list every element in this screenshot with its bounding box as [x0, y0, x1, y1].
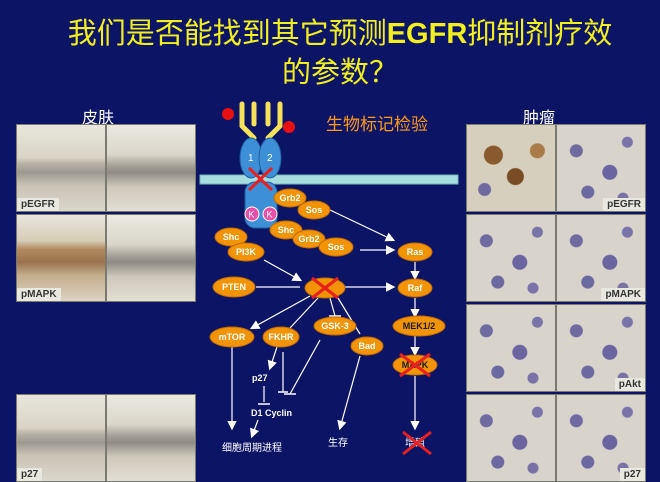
node-mek-label: MEK1/2: [403, 321, 436, 331]
d1-cyclin-label: D1 Cyclin: [251, 408, 292, 418]
title-line1-prefix: 我们是否能找到其它预测: [67, 16, 387, 50]
skin-pegfr-label: pEGFR: [17, 198, 59, 211]
skin-pmapk-label: pMAPK: [17, 288, 61, 301]
mapk-inhibition-cross: [399, 352, 431, 378]
skin-pegfr-treated: [106, 124, 196, 212]
skin-p27-untreated: p27: [16, 394, 106, 482]
receptor-subunit-2-label: 2: [267, 153, 273, 164]
tumor-section-label: 肿瘤: [523, 108, 556, 127]
node-gsk3: [313, 316, 357, 336]
arrow-gsk3-to-d1: [289, 339, 321, 395]
node-pten: [212, 276, 256, 298]
node-fkhr-label: FKHR: [269, 332, 294, 342]
node-gsk3-label: GSK-3: [321, 321, 349, 331]
node-sos-mid: [318, 237, 354, 257]
arrow-akt-to-bad: [337, 297, 361, 335]
tumor-p27-untreated: [466, 394, 556, 482]
skin-p27-treated: [106, 394, 196, 482]
node-mapk-label: MAPK: [402, 360, 429, 370]
skin-pmapk-untreated: pMAPK: [16, 214, 106, 302]
node-grb2-mid-label: Grb2: [298, 234, 319, 244]
ligand-dot-left: [222, 108, 234, 120]
arrow-to-survival: [337, 355, 361, 431]
skin-section-label: 皮肤: [82, 108, 115, 127]
tumor-pakt-treated: pAkt: [556, 304, 646, 392]
kinase-domain-left: [244, 206, 260, 222]
skin-p27-label: p27: [17, 468, 43, 481]
arrow-akt-to-gsk3: [329, 297, 336, 317]
arrow-sos-to-ras: [329, 209, 396, 242]
node-raf: [397, 278, 433, 298]
node-ras-label: Ras: [407, 247, 424, 257]
node-grb2-top: [273, 188, 307, 208]
node-shc-left: [214, 227, 248, 247]
proliferation-inhibition-cross: [402, 430, 432, 456]
survival-label: 生存: [328, 436, 348, 449]
cell-cycle-label: 细胞周期进程: [222, 441, 282, 454]
node-shc-mid: [269, 220, 303, 240]
receptor-inhibition-cross: [247, 166, 274, 192]
tumor-pegfr-treated: pEGFR: [556, 124, 646, 212]
tumor-pakt-untreated: [466, 304, 556, 392]
tumor-p27-label: p27: [619, 468, 645, 481]
tumor-pmapk-untreated: [466, 214, 556, 302]
node-sos-mid-label: Sos: [328, 242, 345, 252]
arrow-fkhr-to-p27: [267, 346, 278, 371]
p27-node-label: p27: [252, 373, 268, 383]
ligand-dot-right: [283, 121, 295, 133]
skin-pegfr-untreated: pEGFR: [16, 124, 106, 212]
proliferation-label: 增殖: [405, 436, 425, 449]
receptor-subunit-1-label: 1: [248, 153, 254, 164]
node-sos-top-label: Sos: [306, 205, 323, 215]
arrow-pi3k-to-akt: [263, 259, 303, 282]
kinase-left-label: K: [249, 210, 255, 220]
node-pten-label: PTEN: [222, 282, 246, 292]
node-pi3k-label: PI3K: [236, 247, 257, 257]
kinase-right-label: K: [267, 210, 273, 220]
tumor-pmapk-treated: pMAPK: [556, 214, 646, 302]
tumor-pmapk-label: pMAPK: [601, 288, 645, 301]
arrow-d1-to-cycle: [250, 419, 260, 439]
node-akt: [304, 277, 346, 299]
node-shc-mid-label: Shc: [278, 225, 295, 235]
tumor-pegfr-label: pEGFR: [603, 198, 645, 211]
receptor-arms: [239, 101, 283, 141]
node-ras: [397, 242, 433, 262]
tumor-p27-treated: p27: [556, 394, 646, 482]
arrow-akt-to-fkhr: [289, 297, 319, 329]
skin-pmapk-treated: [106, 214, 196, 302]
receptor-transmembrane: [244, 181, 278, 229]
node-raf-label: Raf: [408, 283, 424, 293]
title-line1-highlight: EGFR: [386, 18, 468, 50]
slide-title: 我们是否能找到其它预测EGFR抑制剂疗效 的参数？: [40, 14, 640, 91]
title-line1-suffix: 抑制剂疗效: [467, 16, 613, 50]
akt-inhibition-cross: [311, 276, 339, 300]
arrow-akt-to-mtor: [249, 295, 311, 330]
tumor-pakt-label: pAkt: [614, 378, 645, 391]
tumor-pegfr-untreated: [466, 124, 556, 212]
node-grb2-mid: [292, 229, 326, 249]
node-mtor-label: mTOR: [219, 332, 246, 342]
node-shc-left-label: Shc: [223, 232, 240, 242]
title-line2: 的参数？: [281, 55, 398, 89]
node-sos-top: [297, 200, 331, 220]
biomarker-label: 生物标记检验: [326, 115, 428, 135]
receptor-subunit-1: [239, 137, 263, 179]
node-bad-label: Bad: [358, 341, 375, 351]
node-mtor: [209, 326, 255, 348]
receptor-subunit-2: [258, 137, 282, 179]
cell-membrane: [199, 174, 459, 185]
node-grb2-top-label: Grb2: [279, 193, 300, 203]
node-fkhr: [262, 326, 300, 348]
node-mek: [392, 315, 446, 337]
node-pi3k: [227, 242, 265, 262]
node-bad: [350, 336, 384, 356]
node-mapk: [392, 354, 438, 376]
kinase-domain-right: [262, 206, 278, 222]
